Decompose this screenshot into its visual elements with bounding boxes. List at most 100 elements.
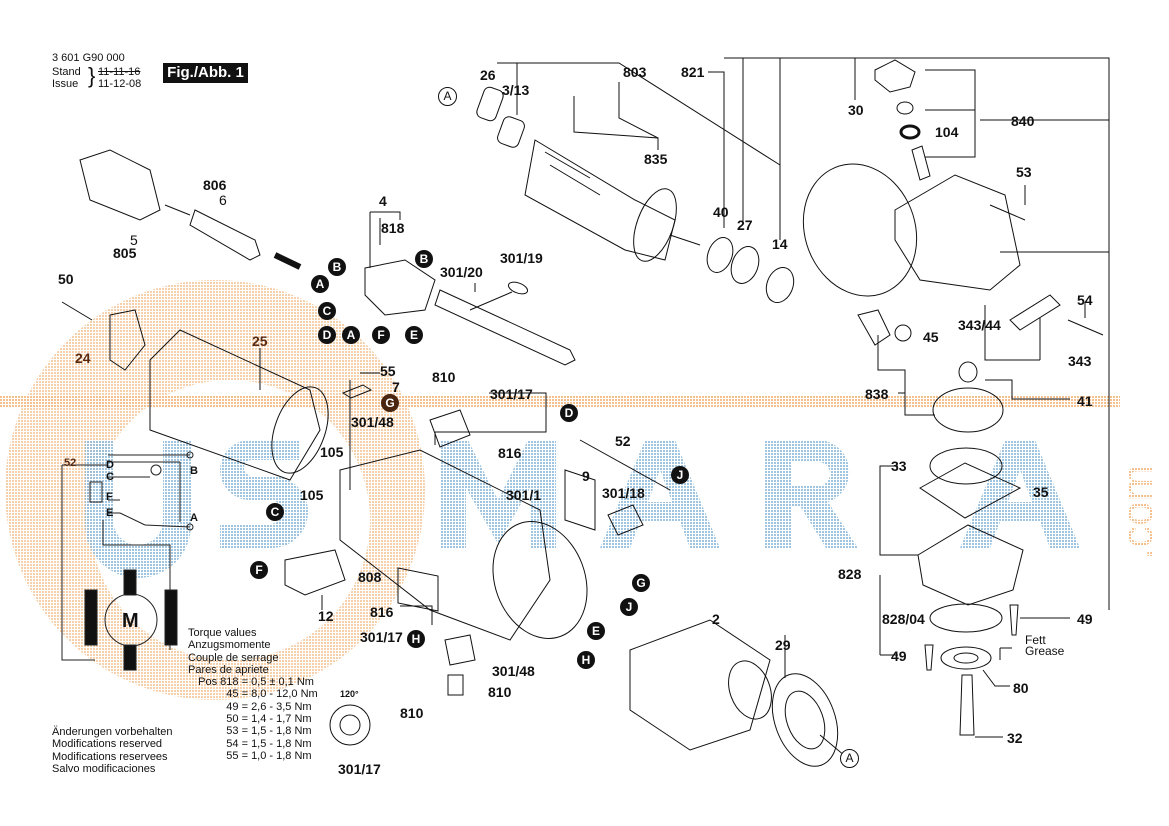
screw-53 — [989, 204, 1026, 221]
watermark-letter-m — [440, 440, 556, 548]
leader-821-top — [724, 57, 1110, 610]
part-label: 25 — [252, 333, 268, 349]
gear-838 — [932, 387, 1004, 433]
part-label: 80 — [1013, 680, 1029, 696]
part-label: 818 — [381, 220, 405, 236]
note-line: Modifications reserved — [52, 738, 163, 751]
watermark-orange-stripe — [0, 396, 1120, 408]
part-label: 55 — [380, 363, 396, 379]
part-label: 805 — [113, 245, 137, 261]
part-label: 343/44 — [958, 317, 1001, 333]
part-label: 301/1 — [506, 487, 542, 503]
brace: } — [88, 63, 96, 88]
torque-row: 55 = 1,0 - 1,8 Nm — [226, 749, 312, 762]
note-line: Änderungen vorbehalten — [52, 726, 173, 738]
wiring-end-a: A — [190, 512, 198, 524]
part-label: 24 — [75, 350, 91, 366]
part-label: 41 — [1077, 393, 1093, 409]
part-label: 53 — [1016, 164, 1032, 180]
part-label: 49 — [891, 648, 907, 664]
torque-row: 49 = 2,6 - 3,5 Nm — [226, 700, 312, 713]
issue-date: 11-12-08 — [98, 78, 142, 90]
part-label: 810 — [488, 684, 512, 700]
part-number: 3 601 G90 000 — [52, 52, 125, 64]
part-label: 105 — [300, 487, 324, 503]
part-label: 2 — [712, 611, 720, 627]
motor-symbol-label: M — [122, 610, 139, 632]
grease-label: Grease — [1025, 644, 1065, 658]
part-label: 4 — [379, 193, 387, 209]
connector-callout-g: G — [381, 394, 399, 412]
watermark-letter-a1 — [600, 440, 720, 548]
spring-301-19 — [507, 281, 529, 295]
connector-callout-f: F — [250, 561, 268, 579]
part-label: 835 — [644, 151, 668, 167]
leader-803-835 — [573, 96, 659, 150]
switch-drawing — [364, 218, 436, 316]
part-label: 26 — [480, 67, 496, 83]
screw-49b — [924, 644, 934, 671]
wiring-label-52: 52 — [64, 457, 77, 469]
angle-label: 120° — [340, 689, 359, 699]
part-label: 301/48 — [351, 414, 394, 430]
connector-callout-a: A — [342, 326, 360, 344]
connector-callout-h: H — [577, 651, 595, 669]
plug-drawing — [79, 149, 302, 270]
figure-label: Fig./Abb. 1 — [163, 63, 248, 83]
part-301-18 — [607, 504, 644, 536]
screw-54 — [1067, 319, 1104, 336]
torque-title: Anzugsmomente — [188, 639, 271, 652]
part-label: 6 — [219, 192, 227, 208]
part-label: 301/17 — [360, 629, 403, 645]
part-label: 803 — [623, 64, 647, 80]
watermark-com: .com — [1113, 465, 1162, 560]
part-12 — [284, 549, 346, 596]
stand-label: Stand — [52, 66, 81, 78]
housing-25 — [149, 329, 321, 481]
torque-row: 54 = 1,5 - 1,8 Nm — [226, 737, 312, 750]
part-label: 808 — [358, 569, 382, 585]
brush-holder-816b — [444, 634, 476, 666]
lever-343 — [1009, 294, 1061, 331]
torque-title: Pares de apriete — [188, 663, 269, 676]
watermark-letter-r — [765, 440, 858, 548]
ring-40 — [706, 237, 734, 273]
connector-callout-d: D — [560, 404, 578, 422]
leader-838 — [898, 392, 935, 416]
connector-callout-g: G — [632, 574, 650, 592]
watermark-letter-u — [85, 440, 191, 578]
spring-301-17c — [329, 704, 371, 746]
issue-label: Issue — [52, 78, 79, 90]
part-label: 301/19 — [500, 250, 543, 266]
connector-callout-h: H — [407, 630, 425, 648]
part-label: 40 — [713, 204, 729, 220]
torque-row: 50 = 1,4 - 1,7 Nm — [226, 713, 312, 726]
brush-holder-816 — [429, 409, 471, 448]
leader-301-17 — [435, 392, 547, 433]
connector-callout-b: B — [328, 258, 346, 276]
part-label: 14 — [772, 236, 788, 252]
connector-callout-d: D — [318, 326, 336, 344]
slider-301-20 — [434, 289, 576, 366]
connector-callout-a: A — [840, 749, 859, 768]
connector-callout-e: E — [587, 622, 605, 640]
note-line: Modifications reservees — [52, 750, 168, 763]
part-label: 7 — [392, 379, 400, 395]
nut-45 — [894, 324, 912, 342]
torque-row: Pos 818 = 0,5 ± 0,1 Nm — [198, 676, 314, 689]
bearing-41 — [958, 361, 978, 383]
label-9 — [564, 469, 596, 531]
plate-35 — [919, 462, 1022, 519]
torque-values-table: Torque values Anzugsmomente Couple de se… — [188, 627, 318, 762]
oring-104 — [899, 124, 921, 140]
part-label: 301/17 — [338, 761, 381, 777]
leader-803 — [497, 62, 781, 166]
part-label: 54 — [1077, 292, 1093, 308]
armature-drawing — [476, 86, 701, 262]
torque-row: 53 = 1,5 - 1,8 Nm — [226, 725, 312, 738]
part-label: 9 — [582, 468, 590, 484]
torque-title: Couple de serrage — [188, 651, 279, 664]
oring-33 — [929, 447, 1003, 485]
part-label: 5 — [130, 232, 138, 248]
